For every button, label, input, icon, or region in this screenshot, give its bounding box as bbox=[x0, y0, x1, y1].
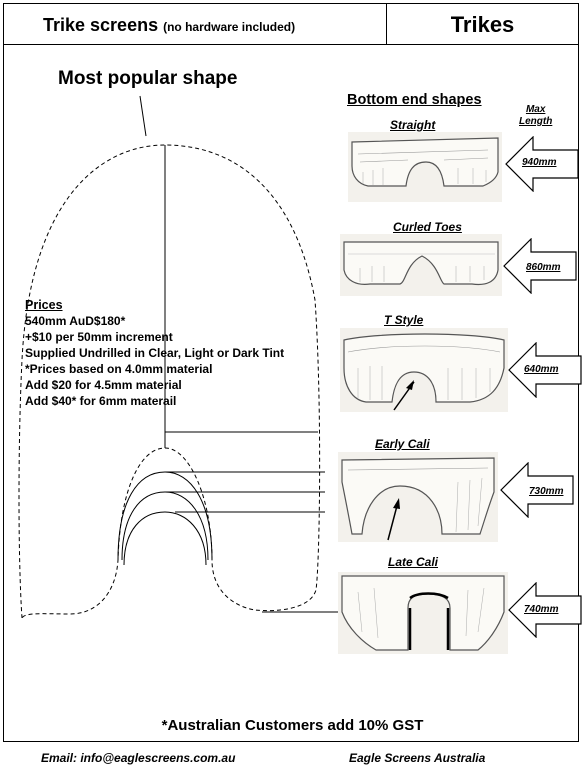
length-curled-toes: 860mm bbox=[526, 262, 561, 273]
shape-label-late-cali: Late Cali bbox=[388, 555, 439, 569]
sketch-late-cali bbox=[341, 575, 505, 651]
header-left-box: Trike screens (no hardware included) bbox=[3, 3, 387, 45]
max-length-label-line1: Max bbox=[525, 104, 546, 115]
inner-cutout-3 bbox=[123, 511, 207, 566]
length-t-style: 640mm bbox=[524, 364, 559, 375]
bottom-shapes-title: Bottom end shapes bbox=[347, 92, 482, 108]
prices-heading: Prices bbox=[25, 298, 63, 312]
gst-note: *Australian Customers add 10% GST bbox=[161, 717, 424, 734]
arrow-straight bbox=[505, 136, 579, 192]
price-line: Supplied Undrilled in Clear, Light or Da… bbox=[25, 346, 285, 360]
contact-email[interactable]: Email: info@eaglescreens.com.au bbox=[41, 751, 236, 765]
max-length-label-line2: Length bbox=[519, 116, 553, 127]
sketch-t-style bbox=[343, 333, 505, 411]
header-right-title: Trikes bbox=[450, 12, 515, 37]
prices-block: Prices 540mm AuD$180* +$10 per 50mm incr… bbox=[25, 297, 284, 409]
company-name: Eagle Screens Australia bbox=[349, 751, 486, 765]
photo-curled-toes bbox=[340, 234, 502, 296]
arrow-late-cali bbox=[508, 582, 582, 638]
length-straight: 940mm bbox=[522, 157, 557, 168]
price-line: *Prices based on 4.0mm material bbox=[25, 362, 213, 376]
shape-label-curled-toes: Curled Toes bbox=[393, 220, 462, 234]
sketch-straight bbox=[351, 137, 499, 187]
most-popular-label: Most popular shape bbox=[58, 68, 238, 89]
photo-straight bbox=[348, 132, 502, 202]
inner-cutout-1 bbox=[117, 471, 213, 561]
shape-label-t-style: T Style bbox=[384, 313, 424, 327]
photo-early-cali bbox=[338, 452, 498, 542]
shape-label-straight: Straight bbox=[390, 118, 436, 132]
label-pointer-line bbox=[139, 95, 147, 137]
length-late-cali: 740mm bbox=[524, 604, 559, 615]
header-title: Trike screens bbox=[43, 15, 159, 35]
shape-label-early-cali: Early Cali bbox=[375, 437, 430, 451]
arrow-early-cali bbox=[500, 462, 574, 518]
sketch-early-cali bbox=[341, 457, 495, 541]
photo-t-style bbox=[340, 328, 508, 412]
price-line: Add $40* for 6mm materail bbox=[25, 394, 177, 408]
photo-late-cali bbox=[338, 572, 508, 654]
header-title-line: Trike screens (no hardware included) bbox=[43, 15, 295, 36]
sketch-curled-toes bbox=[343, 241, 499, 286]
arrow-t-style bbox=[508, 342, 582, 398]
price-line: Add $20 for 4.5mm material bbox=[25, 378, 182, 392]
length-early-cali: 730mm bbox=[529, 486, 564, 497]
header-right-box: Trikes bbox=[386, 3, 579, 45]
arrow-curled-toes bbox=[503, 238, 577, 294]
price-line: 540mm AuD$180* bbox=[25, 314, 126, 328]
price-line: +$10 per 50mm increment bbox=[25, 330, 173, 344]
max-length-label: Max Length bbox=[519, 104, 552, 128]
header-subtitle: (no hardware included) bbox=[163, 20, 296, 34]
